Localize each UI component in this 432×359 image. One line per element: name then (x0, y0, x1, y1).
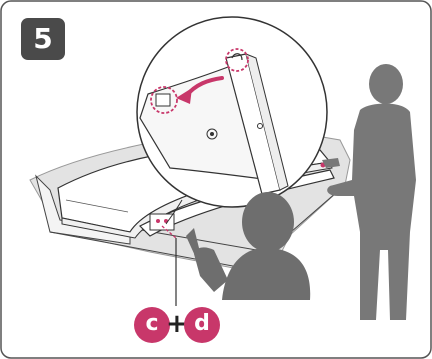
step-number-badge: 5 (21, 18, 65, 60)
plus-sign: + (166, 306, 186, 342)
part-d-label: d (184, 307, 220, 343)
part-c-label: c (134, 307, 170, 343)
zoom-detail (137, 17, 327, 207)
